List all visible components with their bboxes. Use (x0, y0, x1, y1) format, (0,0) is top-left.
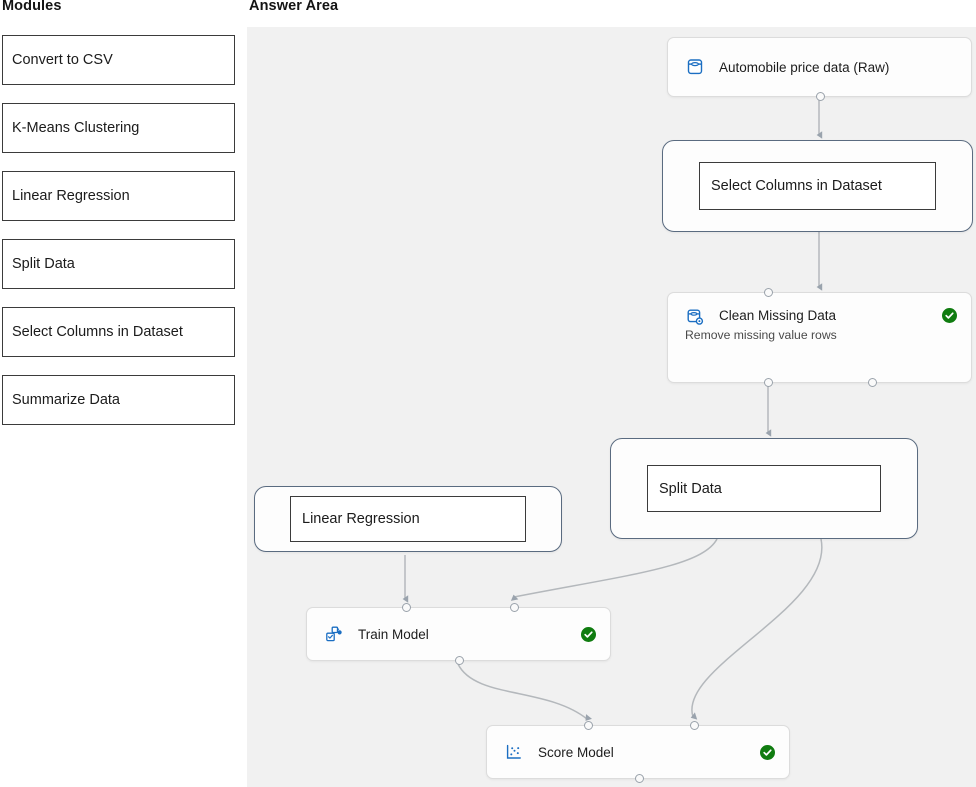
scatter-plot-icon (504, 742, 524, 762)
node-subtitle: Remove missing value rows (685, 328, 837, 342)
edge-split-data-to-score-model (690, 538, 823, 720)
module-chip-label: Split Data (12, 256, 75, 272)
node-slot-linear-regression[interactable]: Linear Regression (254, 486, 562, 552)
node-title: Clean Missing Data (719, 308, 837, 323)
module-chip-convert-to-csv[interactable]: Convert to CSV (2, 35, 235, 85)
module-chip-label: K-Means Clustering (12, 120, 140, 136)
modules-heading: Modules (2, 0, 62, 14)
database-icon (685, 57, 705, 77)
node-automobile-price-data[interactable]: Automobile price data (Raw) (667, 37, 972, 101)
port-output[interactable] (816, 92, 825, 101)
port-output[interactable] (635, 774, 644, 783)
node-slot-split-data[interactable]: Split Data (610, 438, 918, 539)
edge-train-model-to-score-model (457, 663, 592, 721)
node-score-model[interactable]: Score Model (486, 721, 790, 783)
port-input[interactable] (764, 288, 773, 297)
node-train-model[interactable]: Train Model (306, 603, 611, 665)
port-input-left[interactable] (402, 603, 411, 612)
slot-inner-box: Select Columns in Dataset (699, 162, 936, 210)
module-chip-label: Summarize Data (12, 392, 120, 408)
answer-area-canvas[interactable]: Automobile price data (Raw) Select Colum… (247, 27, 976, 787)
modules-palette: Convert to CSV K-Means Clustering Linear… (2, 35, 235, 443)
clean-data-icon (685, 307, 705, 327)
node-title: Select Columns in Dataset (711, 178, 882, 194)
module-chip-select-columns-in-dataset[interactable]: Select Columns in Dataset (2, 307, 235, 357)
module-chip-linear-regression[interactable]: Linear Regression (2, 171, 235, 221)
node-title: Automobile price data (Raw) (719, 59, 890, 75)
port-output[interactable] (455, 656, 464, 665)
module-chip-k-means-clustering[interactable]: K-Means Clustering (2, 103, 235, 153)
module-chip-label: Linear Regression (12, 188, 130, 204)
node-title: Split Data (659, 480, 722, 497)
answer-area-heading: Answer Area (249, 0, 339, 14)
port-input-right[interactable] (690, 721, 699, 730)
port-output-left[interactable] (764, 378, 773, 387)
status-completed-icon (760, 744, 775, 760)
port-input-left[interactable] (584, 721, 593, 730)
slot-inner-box: Split Data (647, 465, 881, 512)
node-slot-select-columns-in-dataset[interactable]: Select Columns in Dataset (662, 140, 973, 232)
status-completed-icon (581, 626, 596, 642)
slot-inner-box: Linear Regression (290, 496, 526, 542)
status-completed-icon (942, 308, 957, 323)
module-chip-summarize-data[interactable]: Summarize Data (2, 375, 235, 425)
node-clean-missing-data[interactable]: Clean Missing Data Remove missing value … (667, 288, 972, 387)
node-title: Train Model (358, 626, 429, 642)
port-output-right[interactable] (868, 378, 877, 387)
module-chip-label: Select Columns in Dataset (12, 324, 183, 340)
train-model-icon (324, 624, 344, 644)
port-input-right[interactable] (510, 603, 519, 612)
node-title: Linear Regression (302, 511, 420, 527)
node-title: Score Model (538, 744, 614, 760)
module-chip-label: Convert to CSV (12, 52, 113, 68)
module-chip-split-data[interactable]: Split Data (2, 239, 235, 289)
